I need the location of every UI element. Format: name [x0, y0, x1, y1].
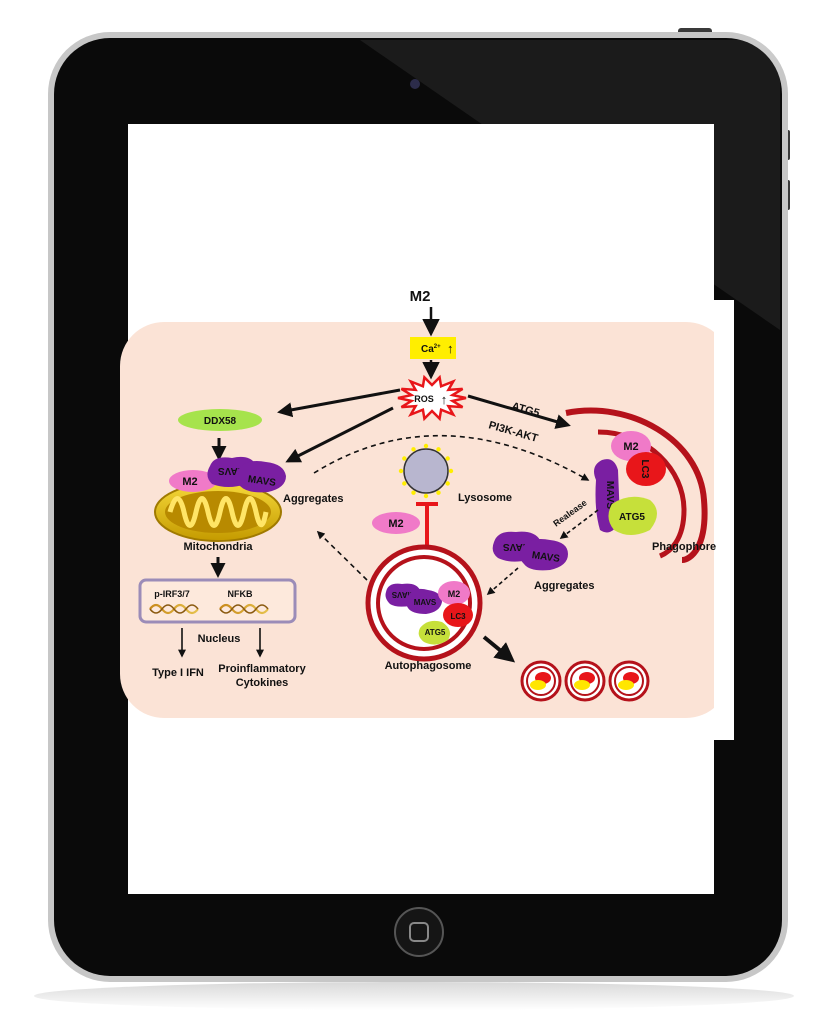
m2-inhibitor: [372, 512, 420, 534]
dashed-arrow-release: [559, 509, 599, 539]
lysosome-granule: [448, 468, 454, 474]
phago-atg5: [608, 496, 657, 535]
calcium-box: [410, 337, 456, 359]
auto-mavs-b: [406, 588, 442, 614]
ros-burst: ROS ↑: [397, 374, 467, 422]
vesicle-atg5-fragment: [530, 680, 546, 690]
agg-mavs-b: [519, 539, 568, 571]
phagophore-membrane-outer: [565, 407, 708, 563]
phagophore-label: Phagophore: [652, 541, 716, 553]
degradation-vesicles: [520, 660, 650, 702]
auto-lc3: [443, 603, 473, 627]
camera-icon: [410, 79, 420, 89]
arrow-ros-to-ddx58: [277, 388, 401, 418]
nucleus-box: [138, 578, 297, 624]
ros-increase-icon: ↑: [441, 392, 448, 407]
lysosome-granule: [445, 481, 450, 486]
cytokines-label-line1: Proinflammatory: [218, 663, 306, 675]
mavs-protein-b: [235, 461, 286, 493]
ddx58-label: DDX58: [204, 416, 237, 427]
vesicle-atg5-fragment: [574, 680, 590, 690]
lysosome-granule: [398, 468, 404, 474]
auto-m2: [438, 581, 470, 605]
auto-atg5: [418, 620, 450, 645]
lysosome-granules: [398, 443, 454, 499]
auto-mavs-b-label: MAVS: [414, 598, 437, 607]
screen-clip-right: [714, 300, 734, 740]
dashed-arrow-autophagosome-to-aggregates: [316, 530, 368, 581]
lysosome-granule: [436, 447, 441, 452]
lysosome-granule: [411, 490, 416, 495]
p-irf3-7-label: p-IRF3/7: [154, 589, 190, 599]
mitochondria-label: Mitochondria: [183, 541, 253, 553]
device-reflection: [34, 982, 794, 1010]
home-square-icon: [409, 922, 429, 942]
auto-lc3-label: LC3: [450, 612, 466, 621]
lysosome-granule: [402, 456, 407, 461]
autophagosome: MAVS MAVS M2 LC3 ATG5: [365, 544, 483, 662]
degraded-vesicle: [608, 660, 650, 702]
phago-mavs-label: MAVS: [604, 481, 615, 509]
degraded-vesicle: [520, 660, 562, 702]
home-button[interactable]: [394, 907, 444, 957]
phago-m2-label: M2: [623, 441, 638, 453]
calcium-label: Ca2+: [421, 344, 441, 355]
agg-mavs-a-label: MAVS: [503, 541, 531, 552]
phago-lc3-label: LC3: [639, 460, 650, 479]
phago-atg5-label: ATG5: [619, 512, 645, 523]
arrow-ros-to-mavs: [285, 406, 394, 463]
degraded-vesicle: [564, 660, 606, 702]
arrow-to-degradation: [482, 635, 516, 663]
vesicle-atg5-fragment: [618, 680, 634, 690]
mitochondria: [154, 482, 282, 542]
lysosome-body: [403, 448, 449, 494]
m2-stimulus-label: M2: [410, 288, 431, 305]
lysosome: [398, 443, 454, 499]
lysosome-granule: [423, 493, 429, 499]
phago-lc3: [626, 452, 666, 486]
ddx58-node: [178, 409, 262, 431]
lysosome-granule: [411, 447, 416, 452]
auto-m2-label: M2: [448, 589, 461, 599]
arrow-ros-to-phagophore: [467, 394, 571, 429]
dna-strand-left-b-icon: [149, 604, 199, 614]
m2-inhibitor-label: M2: [388, 518, 403, 530]
lysosome-granule: [402, 481, 407, 486]
nucleus-label: Nucleus: [198, 633, 241, 645]
auto-atg5-label: ATG5: [425, 628, 446, 637]
dashed-arrow-aggregates-to-phagophore: [313, 434, 590, 481]
lysosome-granule: [423, 443, 429, 449]
m2-on-mitochondria: [169, 470, 217, 492]
phagophore: MAVS M2 LC3 ATG5: [565, 407, 708, 563]
lysosome-label: Lysosome: [458, 492, 512, 504]
dna-strand-right-b-icon: [219, 604, 269, 614]
mavs-b-label: MAVS: [247, 474, 277, 489]
lysosome-granule: [445, 456, 450, 461]
m2-on-mitochondria-label: M2: [182, 476, 197, 488]
calcium-increase-icon: ↑: [447, 341, 454, 356]
autophagosome-label: Autophagosome: [385, 660, 472, 672]
ros-label: ROS: [414, 394, 434, 404]
cytokines-label-line2: Cytokines: [236, 677, 289, 689]
agg-mavs-b-label: MAVS: [531, 550, 561, 565]
lysosome-granule: [436, 490, 441, 495]
nfkb-label: NFKB: [228, 589, 253, 599]
aggregates-left-label: Aggregates: [283, 493, 344, 505]
mavs-a-label: MAVS: [218, 465, 246, 476]
aggregates-right-label: Aggregates: [534, 580, 595, 592]
auto-mavs-a-label: MAVS: [391, 590, 414, 599]
m2-autophagy-diagram: M2 Ca2+ ↑ ROS ↑ ATG5 PI3K-AKT DDX58 Mito…: [120, 288, 734, 740]
mitochondria-cristae: [167, 496, 269, 528]
type1-ifn-label: Type I IFN: [152, 667, 204, 679]
ros-burst-shape: [397, 374, 467, 422]
